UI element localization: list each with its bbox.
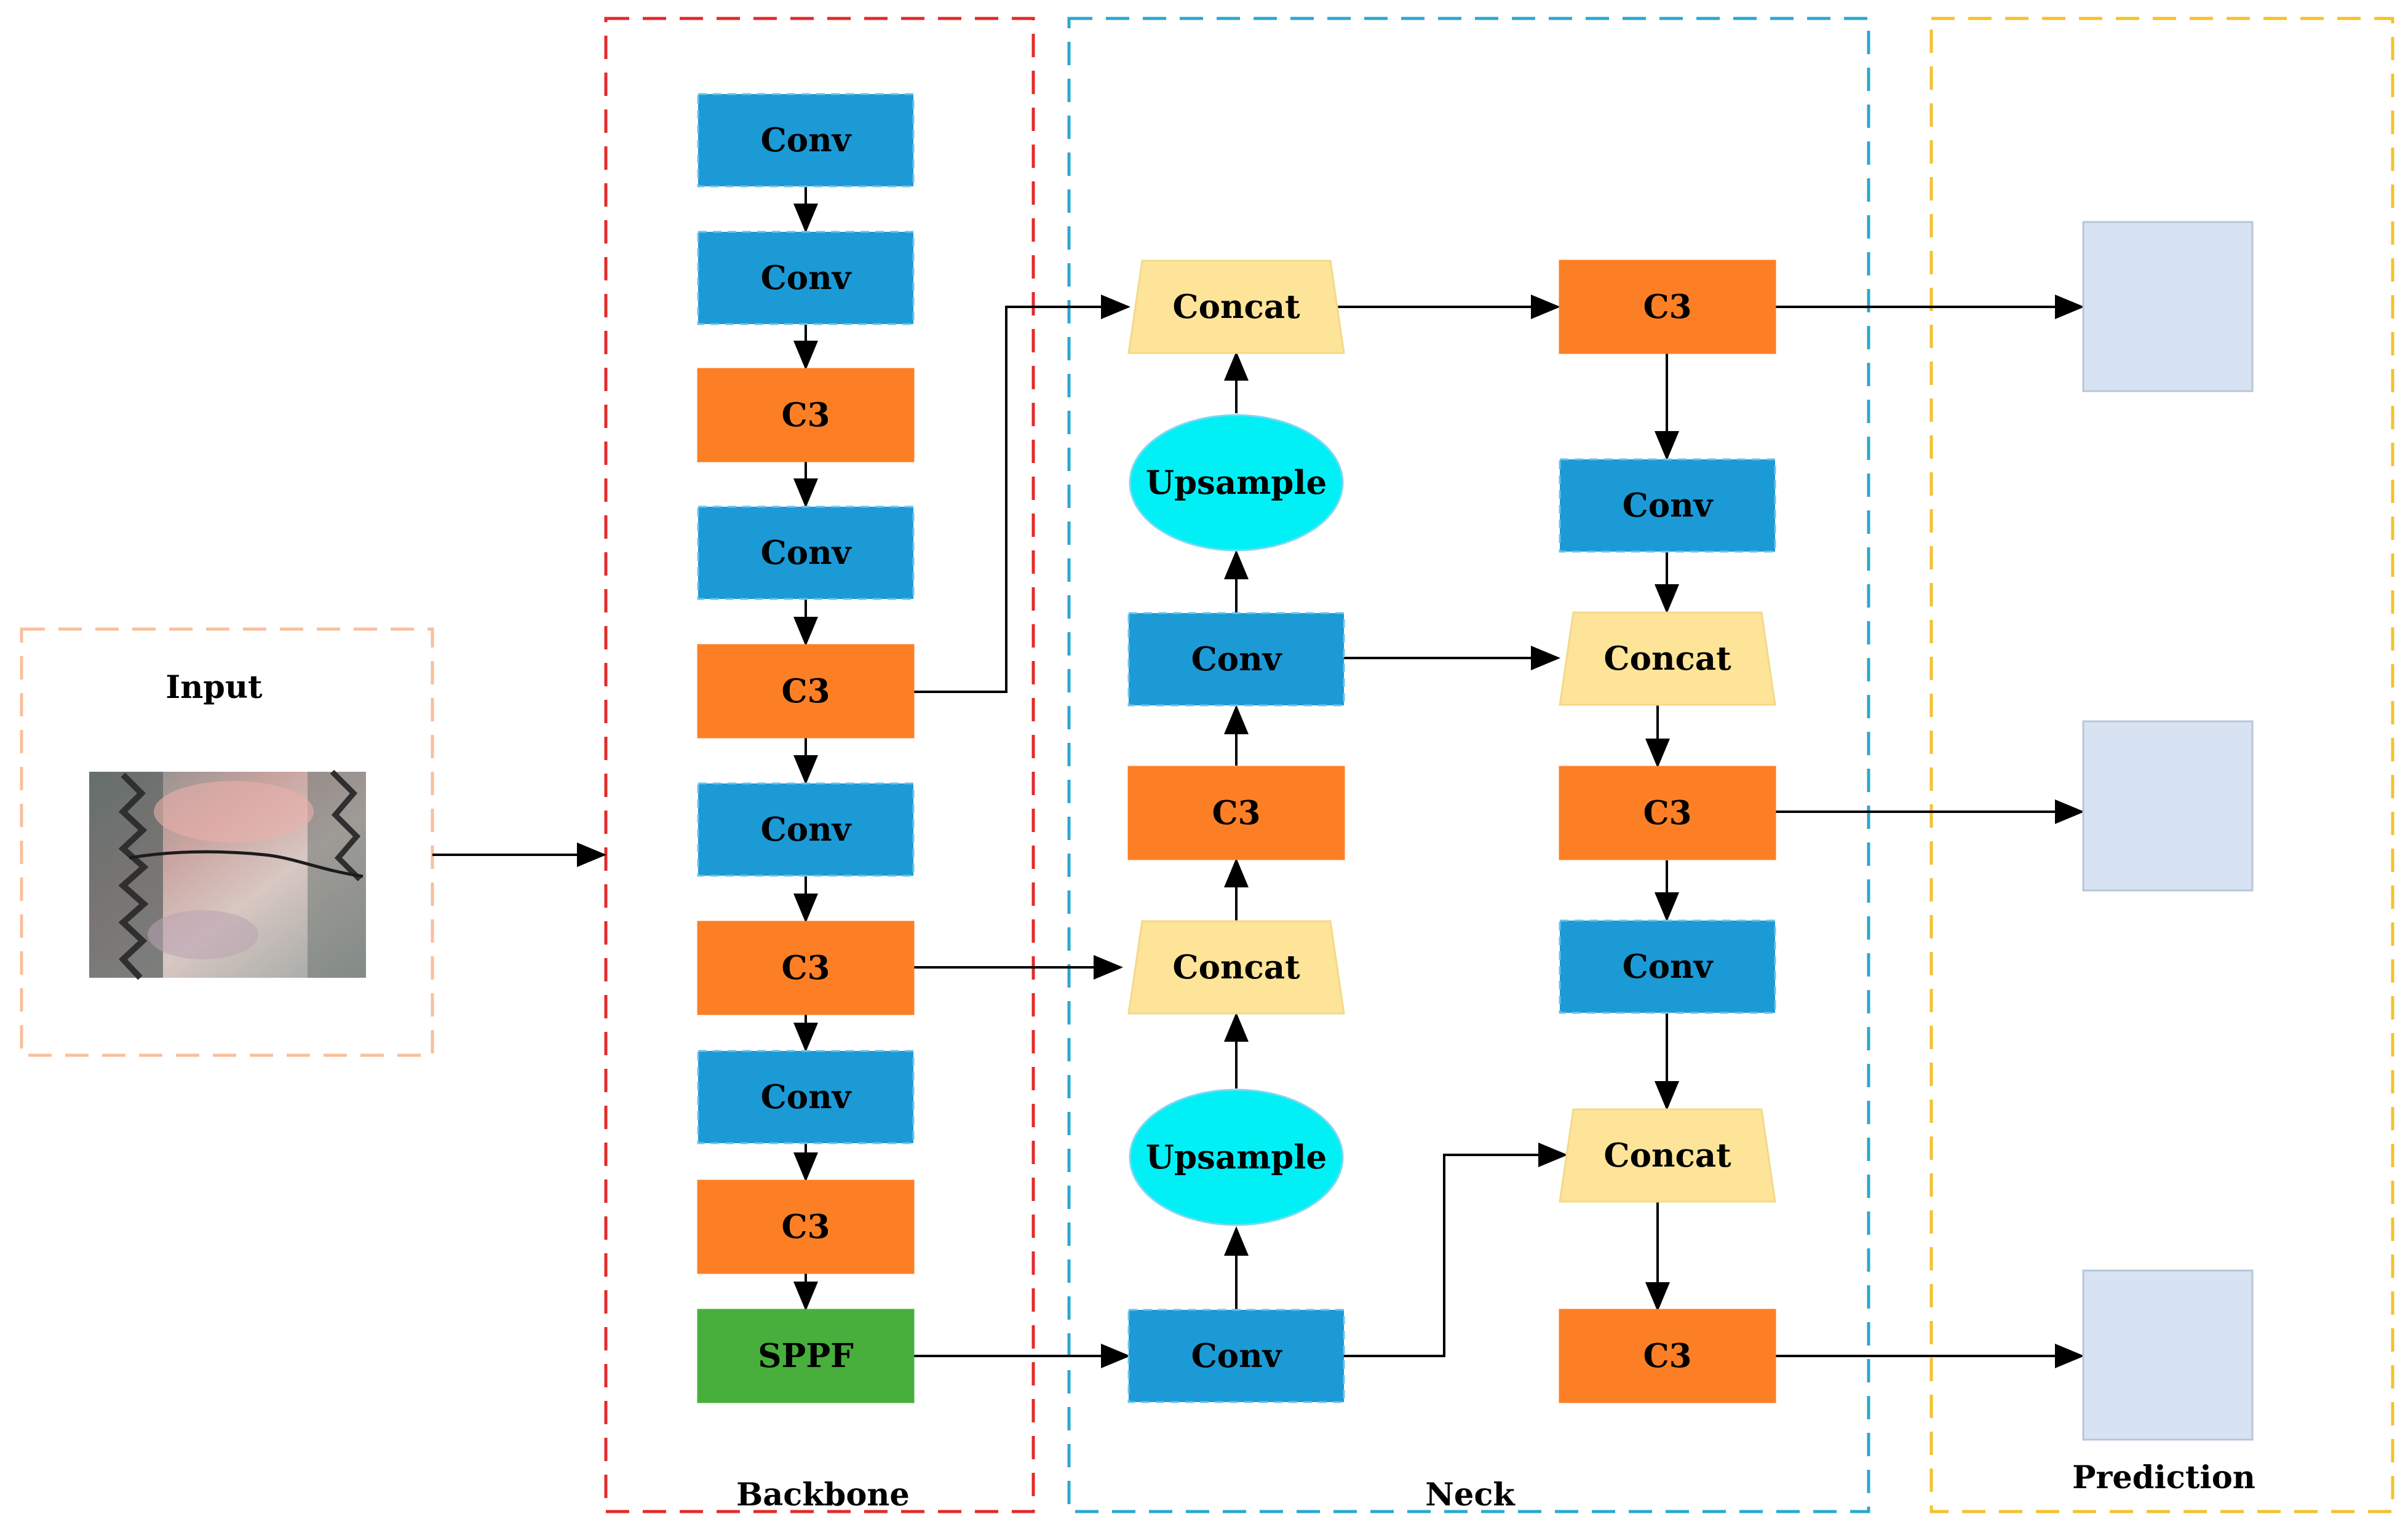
b2-conv-node: Conv: [697, 231, 915, 325]
m1-shape: [1559, 260, 1776, 354]
m2-label: Conv: [1623, 486, 1714, 525]
p2-shape: [2082, 720, 2254, 892]
m4-shape: [1559, 766, 1776, 860]
n4-c3-node: C3: [1127, 766, 1345, 860]
n7-conv-node: Conv: [1127, 1309, 1345, 1403]
m4-label: C3: [1643, 794, 1691, 832]
n6-label: Upsample: [1146, 1138, 1327, 1176]
n1-label: Concat: [1172, 288, 1300, 326]
neck-label: Neck: [1425, 1476, 1516, 1513]
p2-prediction-node: [2082, 720, 2254, 892]
b3-shape: [697, 368, 915, 462]
m5-shape: [1559, 919, 1776, 1014]
m3-label: Concat: [1603, 640, 1731, 678]
b6-shape: [697, 782, 915, 877]
b4-shape: [697, 505, 915, 600]
diagram-nodes: ConvConvC3ConvC3ConvC3ConvC3SPPFConcatUp…: [697, 93, 2254, 1441]
b7-c3-node: C3: [697, 921, 915, 1015]
n7-shape: [1127, 1309, 1345, 1403]
b6-label: Conv: [761, 811, 852, 849]
b10-label: SPPF: [758, 1337, 854, 1375]
b6-conv-node: Conv: [697, 782, 915, 877]
n4-shape: [1127, 766, 1345, 860]
backbone-label: Backbone: [736, 1476, 910, 1513]
m2-shape: [1559, 458, 1776, 553]
neck-region: [1067, 17, 1870, 1513]
m6-concat-node: Concat: [1559, 1108, 1776, 1203]
n6-upsample-node: Upsample: [1129, 1088, 1344, 1226]
n2-upsample-node: Upsample: [1129, 414, 1344, 552]
p1-prediction-node: [2082, 221, 2254, 392]
input-label: Input: [165, 669, 263, 706]
b5-c3-node: C3: [697, 644, 915, 739]
b10-sppf-node: SPPF: [697, 1309, 915, 1403]
n2-label: Upsample: [1146, 464, 1327, 502]
m7-label: C3: [1643, 1337, 1691, 1375]
b8-shape: [697, 1050, 915, 1144]
b3-label: C3: [781, 396, 830, 434]
p3-prediction-node: [2082, 1269, 2254, 1441]
prediction-label: Prediction: [2072, 1459, 2255, 1496]
n4-label: C3: [1212, 794, 1260, 832]
n1-shape: [1127, 260, 1345, 354]
b10-shape: [697, 1309, 915, 1403]
n3-label: Conv: [1191, 640, 1283, 678]
input-image: [89, 769, 366, 980]
b4-label: Conv: [761, 534, 852, 572]
n6-shape: [1129, 1088, 1344, 1226]
m3-shape: [1559, 611, 1776, 706]
b7-shape: [697, 921, 915, 1015]
n2-shape: [1129, 414, 1344, 552]
n3-shape: [1127, 612, 1345, 707]
m1-c3-node: C3: [1559, 260, 1776, 354]
b7-label: C3: [781, 949, 830, 987]
m3-concat-node: Concat: [1559, 611, 1776, 706]
b4-conv-node: Conv: [697, 505, 915, 600]
b1-label: Conv: [761, 121, 852, 159]
input-region: [20, 627, 434, 1057]
b3-c3-node: C3: [697, 368, 915, 462]
n5-concat-node: Concat: [1127, 920, 1345, 1015]
p3-shape: [2082, 1269, 2254, 1441]
b9-c3-node: C3: [697, 1179, 915, 1274]
b2-label: Conv: [761, 259, 852, 297]
b5-shape: [697, 644, 915, 739]
b8-label: Conv: [761, 1078, 852, 1116]
b1-conv-node: Conv: [697, 93, 915, 188]
n7-label: Conv: [1191, 1337, 1283, 1375]
m7-c3-node: C3: [1559, 1309, 1776, 1403]
b5-label: C3: [781, 672, 830, 710]
p1-shape: [2082, 221, 2254, 392]
b1-shape: [697, 93, 915, 188]
m2-conv-node: Conv: [1559, 458, 1776, 553]
m7-shape: [1559, 1309, 1776, 1403]
n5-shape: [1127, 920, 1345, 1015]
b9-label: C3: [781, 1208, 830, 1246]
n3-conv-node: Conv: [1127, 612, 1345, 707]
m5-conv-node: Conv: [1559, 919, 1776, 1014]
m5-label: Conv: [1623, 948, 1714, 986]
m6-label: Concat: [1603, 1136, 1731, 1175]
b2-shape: [697, 231, 915, 325]
connection-arrows: [432, 186, 2084, 1368]
n5-label: Concat: [1172, 948, 1300, 986]
arrow-n7-m6: [1344, 1143, 1568, 1357]
b9-shape: [697, 1179, 915, 1274]
prediction-region: [1929, 17, 2394, 1513]
m6-shape: [1559, 1108, 1776, 1203]
region-frames: [20, 17, 2394, 1513]
b8-conv-node: Conv: [697, 1050, 915, 1144]
m4-c3-node: C3: [1559, 766, 1776, 860]
n1-concat-node: Concat: [1127, 260, 1345, 354]
m1-label: C3: [1643, 288, 1691, 326]
arrow-b5-n1: [914, 295, 1130, 693]
